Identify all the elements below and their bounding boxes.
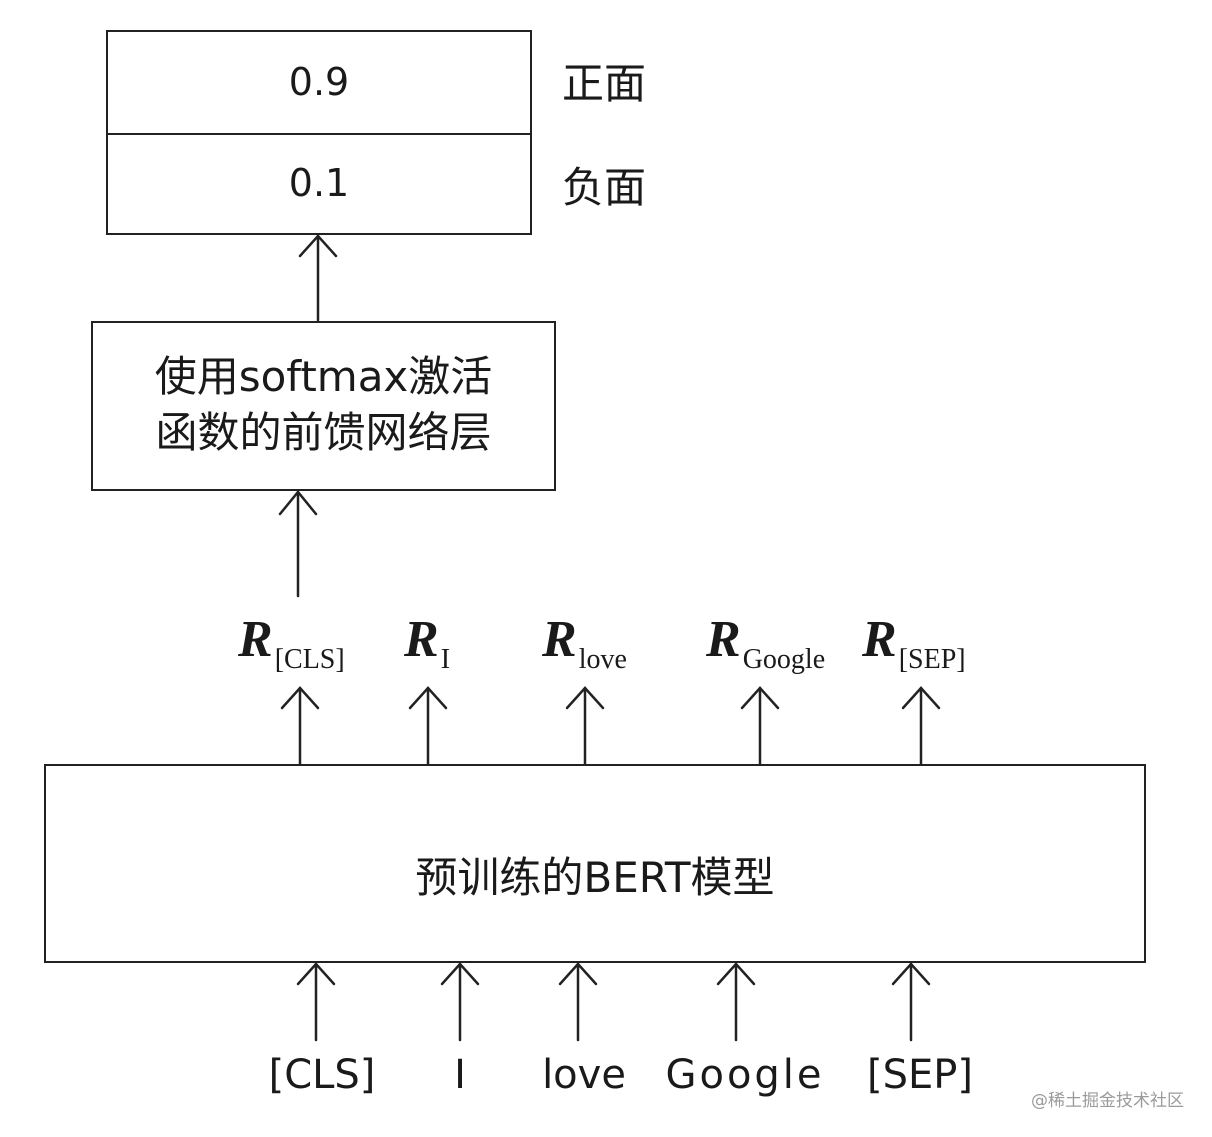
bert-model-label: 预训练的BERT模型 [415,853,775,902]
arrow-token-google [716,962,756,1042]
negative-label: 负面 [562,163,647,212]
arrow-bert-to-r-sep [901,686,941,766]
arrow-bert-to-r-google [740,686,780,766]
watermark: @稀土掘金技术社区 [1031,1091,1184,1111]
feedforward-label-line1: 使用softmax激活 [154,352,493,401]
positive-label: 正面 [562,59,647,108]
arrow-token-sep [891,962,931,1042]
token-i: I [454,1052,466,1098]
output-probability-box: 0.9 0.1 [106,30,532,235]
arrow-bert-to-r-love [565,686,605,766]
token-sep: [SEP] [867,1052,973,1098]
representation-i: RI [404,611,451,675]
arrow-ffn-to-output [298,234,338,322]
bert-model-box: 预训练的BERT模型 [44,764,1146,963]
representation-sep: R[SEP] [862,611,966,675]
feedforward-layer-label: 使用softmax激活 函数的前馈网络层 [93,349,554,461]
negative-probability: 0.1 [288,160,350,205]
arrow-bert-to-r-cls [280,686,320,766]
positive-probability: 0.9 [108,32,530,135]
arrow-cls-to-ffn [278,490,318,598]
token-google: Google [665,1052,825,1098]
token-love: love [542,1052,626,1098]
representation-google: RGoogle [706,611,826,675]
representation-love: Rlove [542,611,627,675]
arrow-token-cls [296,962,336,1042]
arrow-bert-to-r-i [408,686,448,766]
representation-cls: R[CLS] [238,611,345,675]
feedforward-layer-box: 使用softmax激活 函数的前馈网络层 [91,321,556,491]
feedforward-label-line2: 函数的前馈网络层 [155,408,492,457]
token-cls: [CLS] [268,1052,376,1098]
arrow-token-i [440,962,480,1042]
arrow-token-love [558,962,598,1042]
